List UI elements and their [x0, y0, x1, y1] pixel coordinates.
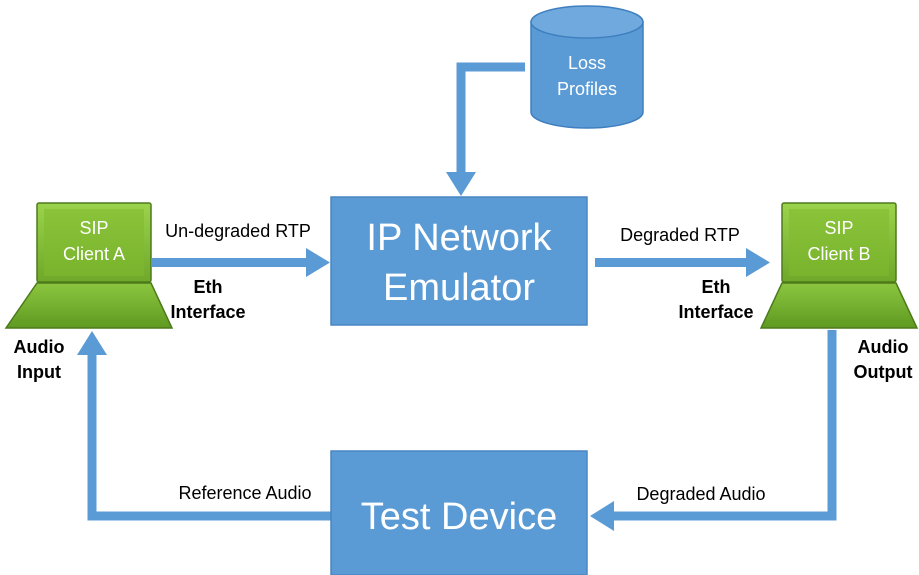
client-a-label-line2: Client A — [63, 244, 125, 264]
audio-input-line2: Input — [17, 362, 61, 382]
reference-audio-label: Reference Audio — [178, 483, 311, 503]
test-device-label: Test Device — [361, 496, 557, 538]
audio-output-line2: Output — [854, 362, 913, 382]
emulator-label-line1: IP Network — [366, 217, 552, 259]
test-device-box: Test Device — [330, 450, 588, 575]
eth-interface-a-line1: Eth — [194, 277, 223, 297]
database-label-line2: Profiles — [557, 79, 617, 99]
ip-network-emulator-box: IP Network Emulator — [330, 196, 588, 326]
degraded-rtp-arrow — [595, 248, 770, 277]
audio-input-line1: Audio — [14, 337, 65, 357]
client-b-label-line1: SIP — [824, 218, 853, 238]
client-b-label-line2: Client B — [807, 244, 870, 264]
reference-audio-arrow — [77, 331, 331, 521]
degraded-audio-arrow — [590, 330, 837, 531]
client-a-label-line1: SIP — [79, 218, 108, 238]
undegraded-rtp-label: Un-degraded RTP — [165, 221, 311, 241]
degraded-audio-label: Degraded Audio — [636, 484, 765, 504]
loss-profiles-to-emulator-arrow — [446, 62, 525, 196]
undegraded-rtp-arrow — [152, 248, 330, 277]
eth-interface-a-line2: Interface — [170, 302, 245, 322]
degraded-rtp-label: Degraded RTP — [620, 225, 740, 245]
sip-client-a-laptop-icon: SIP Client A — [4, 202, 174, 329]
loss-profiles-database: Loss Profiles — [530, 5, 644, 129]
emulator-label-line2: Emulator — [383, 267, 535, 309]
audio-output-line1: Audio — [858, 337, 909, 357]
database-label-line1: Loss — [568, 53, 606, 73]
sip-client-b-laptop-icon: SIP Client B — [759, 202, 919, 329]
eth-interface-b-line2: Interface — [678, 302, 753, 322]
eth-interface-b-line1: Eth — [702, 277, 731, 297]
